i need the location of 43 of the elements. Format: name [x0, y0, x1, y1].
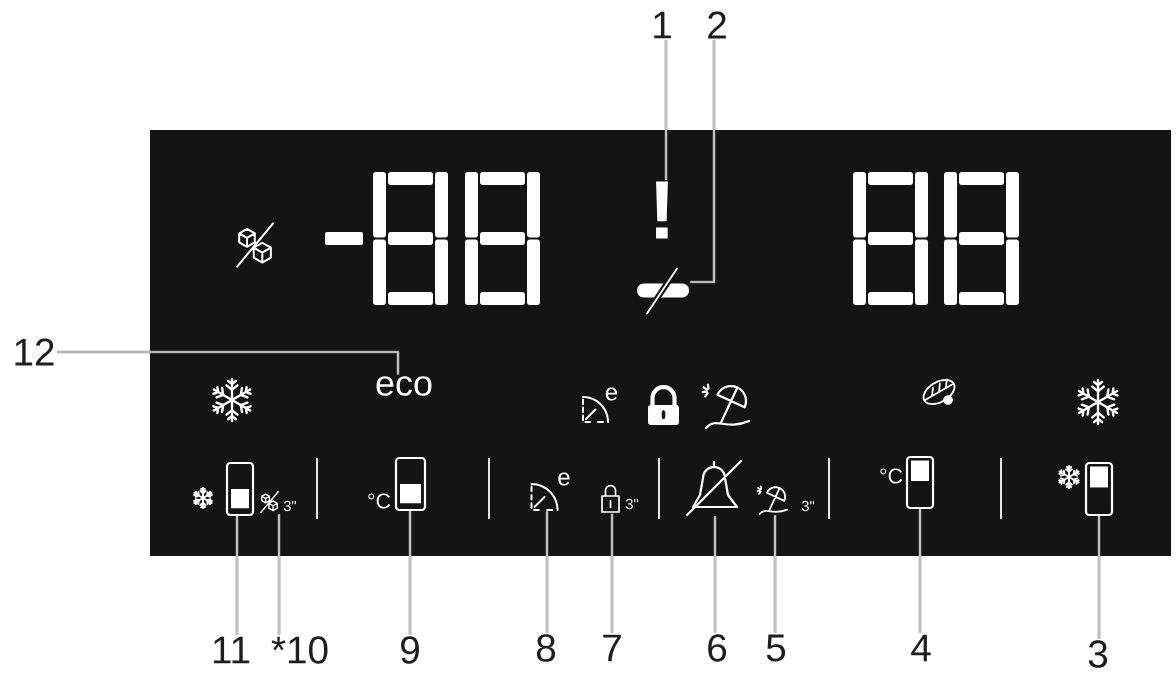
beach-umbrella-icon — [756, 485, 788, 515]
callout-number: 2 — [708, 11, 726, 39]
exclamation-mark: ! — [656, 181, 668, 239]
seconds-label: 3" — [283, 500, 297, 512]
level-bar — [1084, 461, 1114, 517]
leader-line — [277, 513, 281, 636]
leader-line — [773, 514, 777, 634]
callout-number: 3 — [1088, 640, 1108, 668]
callout-number: 9 — [401, 636, 419, 664]
level-bar — [394, 456, 427, 512]
leader-line — [713, 515, 717, 634]
unit-label: °C — [880, 468, 903, 484]
callout-number: 1 — [654, 11, 671, 39]
gauge-letter: e — [605, 387, 618, 401]
unit-label: °C — [368, 493, 391, 509]
callout-number: 4 — [911, 634, 931, 662]
leader-line — [1097, 515, 1101, 640]
ice-cube-icon — [260, 490, 280, 514]
callout-number: 7 — [603, 634, 621, 662]
callout-number: 12 — [15, 338, 54, 366]
leader-line — [610, 513, 614, 634]
seconds-label: 3" — [801, 500, 815, 512]
leader-line — [235, 515, 239, 636]
gauge-icon — [530, 483, 559, 511]
callout-number: 11 — [213, 636, 250, 664]
gauge-letter: e — [558, 472, 570, 486]
leader-line — [408, 510, 412, 636]
slashed-bar-icon — [637, 266, 689, 316]
bell-off-icon — [685, 459, 743, 517]
seconds-label: 3" — [625, 498, 639, 510]
callout-number: 5 — [766, 634, 786, 662]
level-bar — [225, 461, 255, 517]
level-bar — [905, 455, 935, 510]
callout-number: 6 — [708, 634, 727, 662]
lock-icon — [601, 484, 620, 513]
callout-number: *10 — [271, 636, 328, 664]
eco-label: eco — [376, 376, 432, 396]
callout-number: 8 — [536, 634, 556, 662]
leader-line — [689, 39, 716, 284]
leader-line — [918, 508, 922, 634]
leader-line — [545, 510, 549, 634]
leader-line — [664, 39, 668, 181]
leader-line — [56, 350, 400, 376]
